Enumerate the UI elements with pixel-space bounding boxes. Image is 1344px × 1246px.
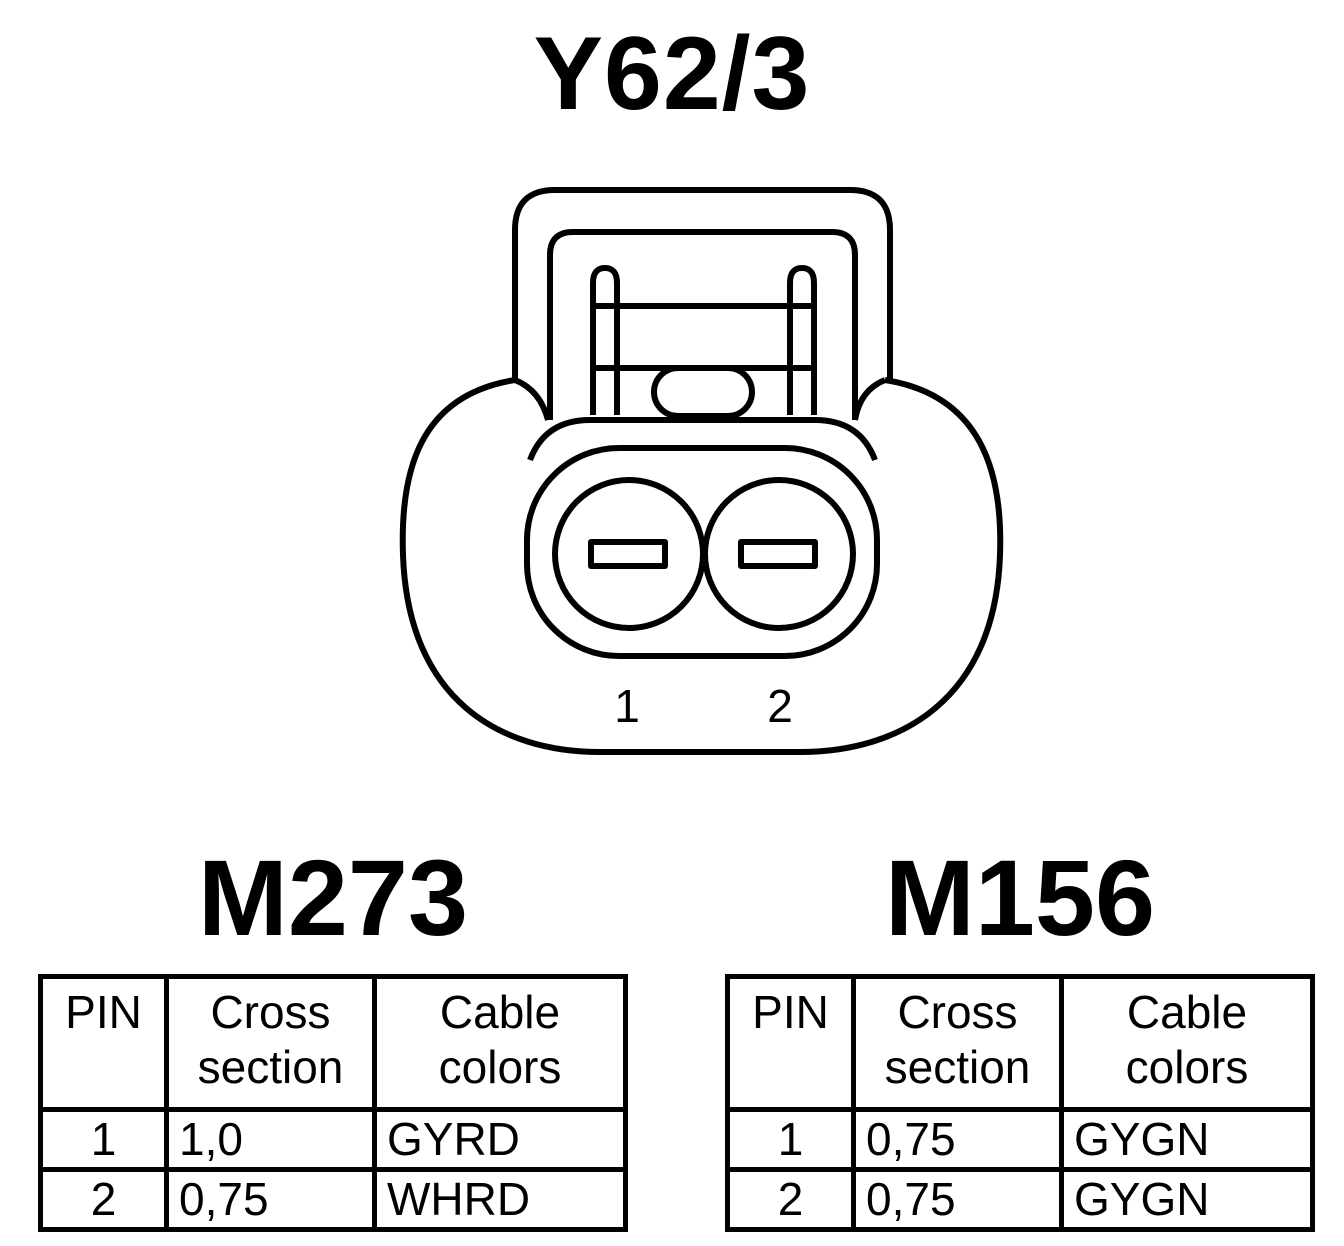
cell-cross-section: 0,75 (851, 1167, 1064, 1233)
table-header-row: PIN Cross section Cable colors (38, 974, 628, 1112)
connector-body-outline (399, 377, 1004, 755)
cell-cable-color: WHRD (372, 1167, 628, 1233)
table-row: 2 0,75 WHRD (38, 1167, 628, 1233)
header-cross-section: Cross section (164, 974, 377, 1112)
connector-drawing: 1 2 (399, 187, 1004, 755)
cell-cable-color: GYGN (1059, 1106, 1315, 1173)
cell-cable-color: GYGN (1059, 1167, 1315, 1233)
table-row: 2 0,75 GYGN (725, 1167, 1315, 1233)
table-row: 1 1,0 GYRD (38, 1106, 628, 1173)
pin-cavity-frame (524, 445, 880, 659)
pin-table-m273: PIN Cross section Cable colors 1 1,0 GYR… (38, 974, 628, 1233)
cell-pin: 2 (725, 1167, 856, 1233)
latch-inner-frame (547, 229, 858, 420)
table-header-row: PIN Cross section Cable colors (725, 974, 1315, 1112)
cell-cross-section: 0,75 (164, 1167, 377, 1233)
latch-outer-frame (512, 187, 893, 380)
cell-cross-section: 1,0 (164, 1106, 377, 1173)
connector-title: Y62/3 (533, 16, 811, 132)
header-cross-section: Cross section (851, 974, 1064, 1112)
pin-2-circle (702, 477, 856, 631)
latch-tab-right (787, 265, 817, 415)
cell-pin: 1 (38, 1106, 169, 1173)
pin-2-terminal (738, 539, 818, 569)
pin-housing-outline (527, 417, 878, 462)
cell-pin: 1 (725, 1106, 856, 1173)
cell-cable-color: GYRD (372, 1106, 628, 1173)
engine-label-m273: M273 (197, 837, 469, 958)
pin-table-m156: PIN Cross section Cable colors 1 0,75 GY… (725, 974, 1315, 1233)
pin-1-label: 1 (614, 680, 640, 732)
pin-1-circle (552, 477, 706, 631)
engine-label-m156: M156 (884, 837, 1156, 958)
pin-1-terminal (588, 539, 668, 569)
latch-tab-left (590, 265, 620, 415)
cell-pin: 2 (38, 1167, 169, 1233)
header-pin: PIN (725, 974, 856, 1112)
header-cable-colors: Cable colors (1059, 974, 1315, 1112)
header-pin: PIN (38, 974, 169, 1112)
header-cable-colors: Cable colors (372, 974, 628, 1112)
cell-cross-section: 0,75 (851, 1106, 1064, 1173)
table-row: 1 0,75 GYGN (725, 1106, 1315, 1173)
pin-2-label: 2 (767, 680, 793, 732)
latch-button (651, 365, 755, 419)
